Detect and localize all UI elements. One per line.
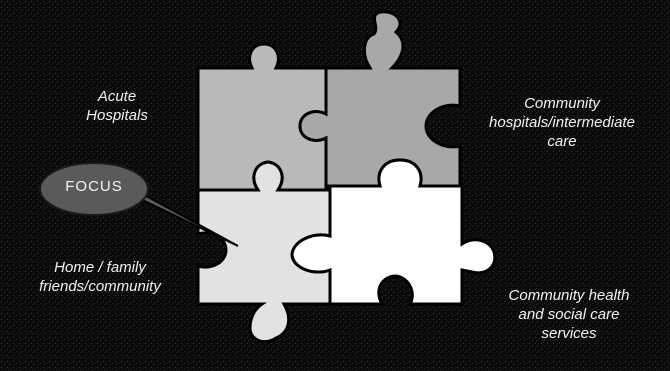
label-line: Acute bbox=[97, 88, 137, 105]
label-line: care bbox=[547, 133, 577, 150]
label-community-hospitals: Community hospitals/intermediate care bbox=[464, 94, 660, 151]
focus-bubble bbox=[39, 162, 149, 216]
puzzle-piece-community-health bbox=[290, 158, 497, 306]
label-line: Home / family bbox=[54, 259, 146, 276]
label-line: Community health bbox=[508, 287, 630, 304]
label-line: friends/community bbox=[39, 278, 161, 295]
label-line: and social care bbox=[518, 306, 620, 323]
label-line: Hospitals bbox=[86, 107, 148, 124]
focus-label: FOCUS bbox=[65, 178, 123, 195]
label-home-family: Home / family friends/community bbox=[20, 258, 180, 296]
puzzle-piece-community-hospitals bbox=[298, 10, 462, 188]
label-line: services bbox=[541, 325, 597, 342]
label-line: hospitals/intermediate bbox=[489, 114, 635, 131]
label-community-health: Community health and social care service… bbox=[484, 286, 654, 343]
label-acute-hospitals: Acute Hospitals bbox=[62, 87, 172, 125]
label-line: Community bbox=[524, 95, 600, 112]
puzzle-piece-home bbox=[196, 160, 332, 344]
